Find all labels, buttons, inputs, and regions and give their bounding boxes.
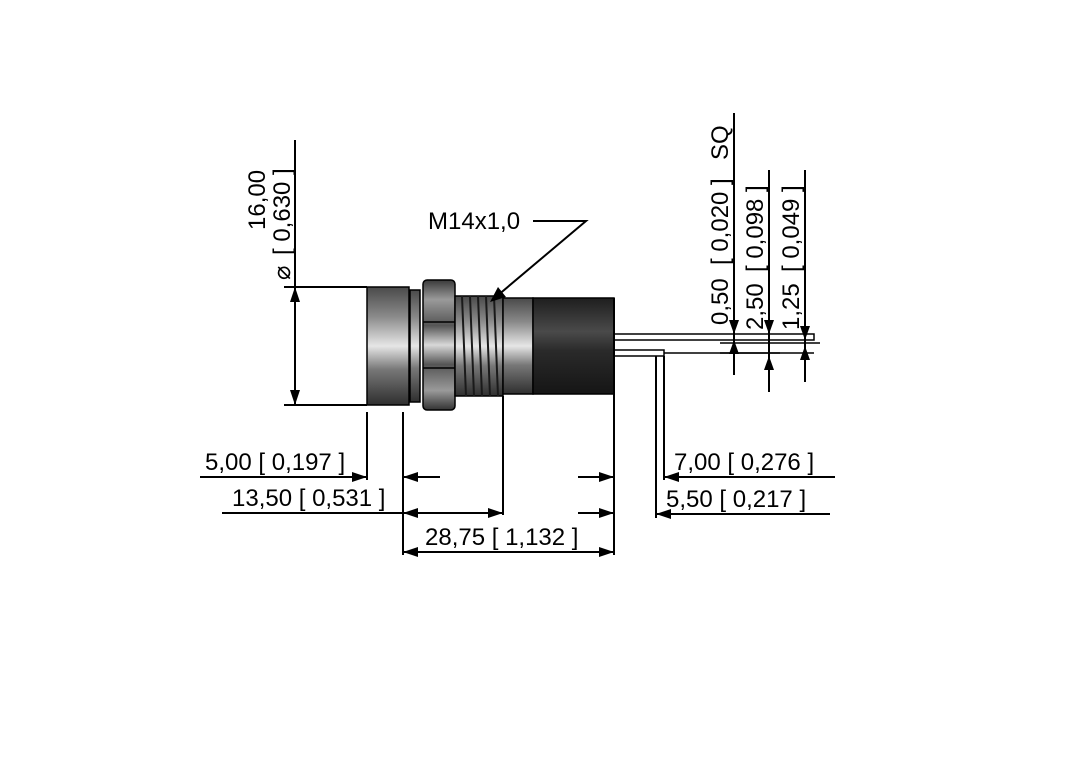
hex-nut bbox=[422, 279, 456, 411]
front-bezel bbox=[366, 286, 410, 406]
diameter-dimension: ⌀ 16,00 [ 0,630 ] bbox=[244, 140, 367, 406]
pin-sq-value: 0,50 bbox=[707, 278, 734, 325]
body-length: 28,75 [ 1,132 ] bbox=[425, 524, 578, 551]
washer bbox=[409, 289, 421, 403]
pin-spacing-value: 2,50 bbox=[742, 283, 769, 330]
thread-grooves bbox=[461, 295, 499, 397]
pin-offset-value: 1,25 bbox=[778, 283, 805, 330]
thread-length: 13,50 [ 0,531 ] bbox=[232, 485, 385, 512]
length-dimensions: 5,00 [ 0,197 ] 13,50 [ 0,531 ] 28,75 [ 1… bbox=[200, 298, 835, 557]
pin-offset-inch: [ 0,049 ] bbox=[778, 185, 805, 272]
pin-upper bbox=[613, 333, 815, 341]
pin-sq-inch: [ 0,020 ] bbox=[707, 178, 734, 265]
connector-part bbox=[366, 279, 815, 411]
pin-sq-suffix: SQ bbox=[707, 125, 734, 160]
pin-short: 5,50 [ 0,217 ] bbox=[666, 486, 806, 513]
front-length: 5,00 [ 0,197 ] bbox=[205, 449, 345, 476]
rear-housing-metal bbox=[502, 297, 534, 395]
pin-long: 7,00 [ 0,276 ] bbox=[674, 449, 814, 476]
thread-label: M14x1,0 bbox=[428, 208, 520, 235]
pin-spacing-inch: [ 0,098 ] bbox=[742, 185, 769, 272]
rear-housing-body bbox=[532, 297, 615, 395]
pins bbox=[613, 333, 815, 357]
diameter-symbol: ⌀ bbox=[269, 266, 296, 280]
pin-dimensions: 0,50 [ 0,020 ] SQ 2,50 [ 0,098 ] 1,25 [ … bbox=[707, 113, 820, 392]
thread-callout: M14x1,0 bbox=[428, 208, 589, 302]
diameter-value: 16,00 bbox=[244, 170, 271, 230]
pin-lower bbox=[613, 349, 665, 357]
diameter-inch: [ 0,630 ] bbox=[269, 168, 296, 255]
